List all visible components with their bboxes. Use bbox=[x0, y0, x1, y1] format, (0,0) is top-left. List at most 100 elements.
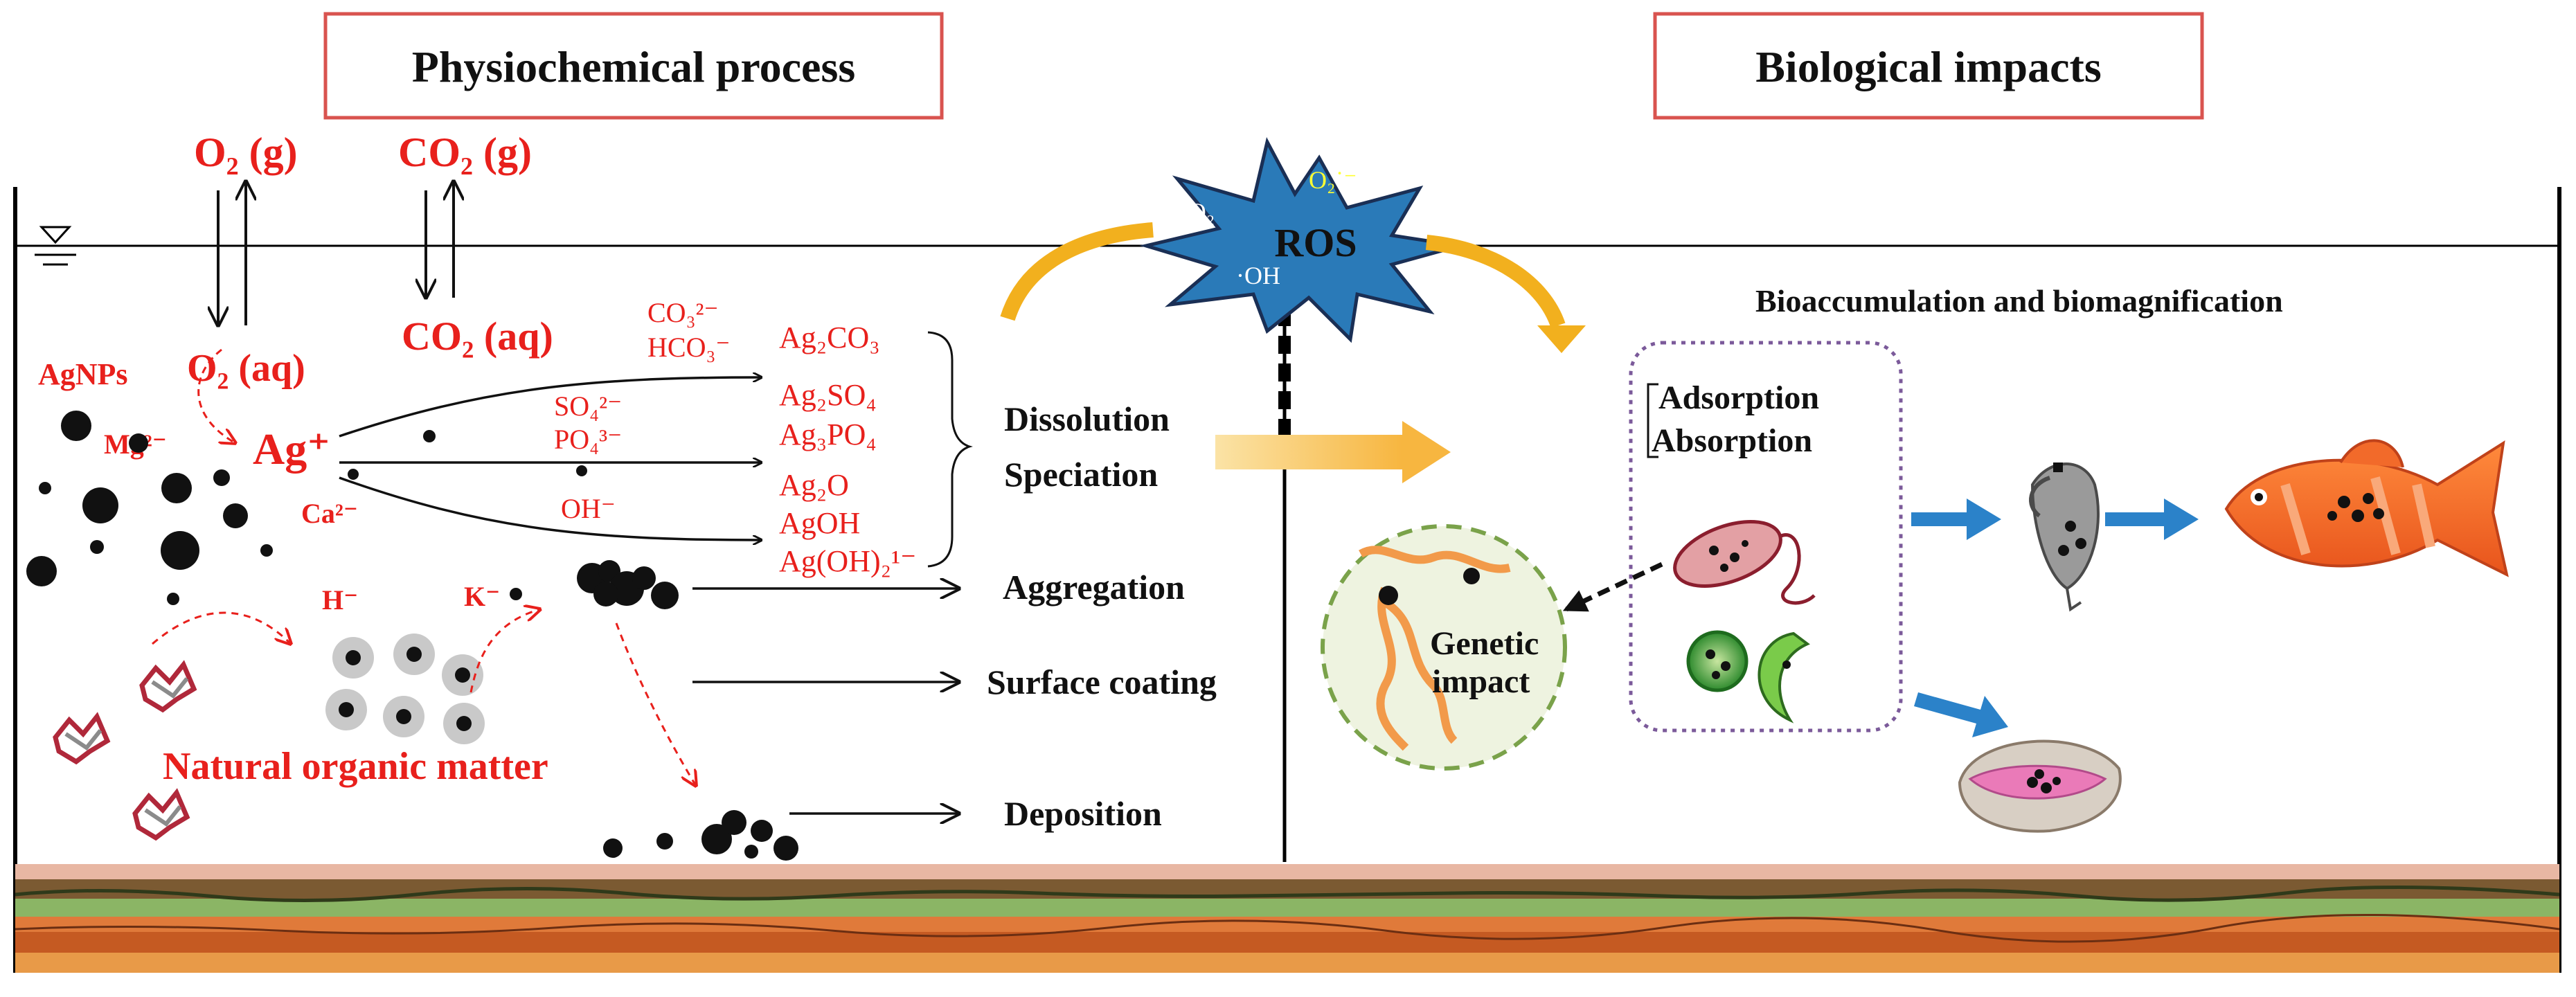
genetic-label-line2: impact bbox=[1432, 663, 1530, 700]
algae-cell-icon bbox=[1686, 630, 1748, 692]
nanoparticles bbox=[26, 411, 798, 861]
title-right-text: Biological impacts bbox=[1755, 42, 2102, 91]
dna-strand-1 bbox=[1359, 546, 1511, 573]
title-left-text: Physiochemical process bbox=[412, 42, 856, 91]
aggregation-label: Aggregation bbox=[1003, 568, 1185, 607]
ag2so4-label: Ag₂SO₄ bbox=[779, 378, 877, 412]
nom-molecule-1 bbox=[139, 660, 197, 713]
nanoparticle bbox=[722, 810, 746, 835]
nom-coated-particles bbox=[325, 634, 485, 744]
o2-to-ag-dashed-arrow bbox=[197, 348, 235, 443]
nom-molecule-2 bbox=[53, 712, 111, 765]
nanoparticle bbox=[39, 482, 51, 494]
nanoparticle bbox=[510, 588, 522, 600]
daphnia-icon bbox=[2029, 462, 2100, 612]
ros-hydroxyl: ·OH bbox=[1236, 262, 1280, 289]
nanoparticle bbox=[751, 820, 773, 842]
ag-ion-label: Ag⁺ bbox=[253, 424, 330, 474]
anions: CO₃²⁻ HCO₃⁻ SO₄²⁻ PO₄³⁻ OH⁻ bbox=[554, 297, 731, 524]
ca-ion-label: Ca²⁻ bbox=[301, 498, 358, 529]
ros-superoxide: O₂˙⁻ bbox=[1309, 166, 1357, 194]
nanoparticle bbox=[593, 582, 618, 607]
co2-aq-label: CO₂ (aq) bbox=[402, 314, 553, 359]
nanoparticle bbox=[161, 473, 192, 503]
co2-gas-label: CO₂ (g) bbox=[398, 129, 532, 175]
ros-burst: ROS ¹O₂ O₂˙⁻ ·OH bbox=[1139, 136, 1460, 343]
clam-icon bbox=[1958, 739, 2122, 833]
title-right: Biological impacts bbox=[1653, 12, 2204, 120]
nanoparticle bbox=[129, 433, 148, 453]
agoh2-label: Ag(OH)₂¹⁻ bbox=[779, 544, 916, 578]
nanoparticle bbox=[348, 469, 359, 480]
dissolution-label: Dissolution bbox=[1004, 399, 1170, 438]
ros-arrow-right bbox=[1425, 235, 1566, 328]
ros-star-shape bbox=[1139, 136, 1460, 343]
co3-label: CO₃²⁻ bbox=[647, 297, 719, 328]
transfer-arrow bbox=[1215, 421, 1451, 483]
o2-gas-label: O₂ (g) bbox=[194, 129, 298, 175]
nanoparticle bbox=[701, 824, 732, 854]
diatom-icon bbox=[1757, 631, 1810, 724]
ros-arrow-right-head bbox=[1537, 325, 1586, 353]
nanoparticle bbox=[90, 540, 104, 554]
agnps-label: AgNPs bbox=[38, 357, 128, 391]
nom-molecules bbox=[53, 660, 197, 841]
nanoparticle bbox=[213, 469, 230, 486]
o2-aq-label: O₂ (aq) bbox=[187, 347, 305, 390]
nanoparticle bbox=[632, 566, 656, 590]
nanoparticle bbox=[576, 465, 587, 476]
ag2co3-label: Ag₂CO₃ bbox=[779, 321, 880, 354]
nanoparticle bbox=[423, 430, 436, 442]
ions: AgNPs Mg²⁻ Ag⁺ Ca²⁻ H⁻ K⁻ bbox=[38, 348, 500, 616]
k-ion-label: K⁻ bbox=[464, 581, 500, 612]
deposition-label: Deposition bbox=[1004, 794, 1162, 833]
products: Ag₂CO₃ Ag₂SO₄ Ag₃PO₄ Ag₂O AgOH Ag(OH)₂¹⁻ bbox=[779, 321, 973, 578]
nanoparticle bbox=[744, 845, 758, 859]
dna-strand-2 bbox=[1376, 586, 1409, 751]
sediment-layers bbox=[15, 864, 2560, 973]
agoh-label: AgOH bbox=[779, 506, 860, 540]
oh-label: OH⁻ bbox=[561, 493, 616, 524]
gas-exchange: O₂ (g) CO₂ (g) O₂ (aq) CO₂ (aq) bbox=[187, 129, 553, 390]
adsorption-label: Adsorption bbox=[1658, 379, 1819, 416]
nanoparticle bbox=[656, 833, 673, 850]
hco3-label: HCO₃⁻ bbox=[647, 332, 731, 363]
nom-molecule-3 bbox=[132, 788, 190, 841]
nanoparticle bbox=[651, 582, 679, 609]
po4-label: PO₄³⁻ bbox=[554, 424, 622, 455]
ros-arrow-left bbox=[1000, 222, 1154, 321]
ag3po4-label: Ag₃PO₄ bbox=[779, 417, 877, 451]
h-ion-label: H⁻ bbox=[322, 584, 358, 616]
nanoparticle bbox=[82, 487, 118, 523]
nanoparticle bbox=[26, 556, 57, 586]
nanoparticle bbox=[161, 531, 199, 570]
nanoparticle bbox=[260, 544, 273, 557]
fish-icon bbox=[2224, 439, 2509, 577]
arrow-to-oxide bbox=[339, 476, 762, 540]
water-level-symbol bbox=[35, 226, 76, 266]
ros-label: ROS bbox=[1274, 220, 1357, 265]
ros-arrows bbox=[1000, 222, 1586, 353]
nanoparticle bbox=[167, 593, 179, 605]
nom-pathways bbox=[152, 609, 696, 786]
absorption-label: Absorption bbox=[1652, 422, 1812, 459]
reaction-arrows bbox=[339, 377, 959, 814]
process-labels: Dissolution Speciation Aggregation Surfa… bbox=[987, 399, 1217, 833]
genetic-dashed-arrow bbox=[1562, 562, 1663, 612]
surface-coating-label: Surface coating bbox=[987, 663, 1217, 701]
nom-label: Natural organic matter bbox=[163, 745, 548, 788]
dna-strand-3 bbox=[1382, 598, 1458, 744]
food-chain-arrows bbox=[1911, 498, 2199, 737]
bioaccumulation-label: Bioaccumulation and biomagnification bbox=[1755, 283, 2283, 318]
nanoparticle bbox=[223, 503, 248, 528]
uptake-box: Adsorption Absorption bbox=[1629, 341, 1903, 733]
so4-label: SO₄²⁻ bbox=[554, 390, 622, 422]
ag2o-label: Ag₂O bbox=[779, 468, 849, 502]
nanoparticle bbox=[773, 836, 798, 861]
genetic-label-line1: Genetic bbox=[1430, 625, 1539, 662]
bacterium-icon bbox=[1673, 520, 1816, 605]
genetic-impact: Genetic impact bbox=[1321, 524, 1567, 771]
title-left: Physiochemical process bbox=[323, 12, 944, 120]
speciation-label: Speciation bbox=[1004, 455, 1158, 494]
